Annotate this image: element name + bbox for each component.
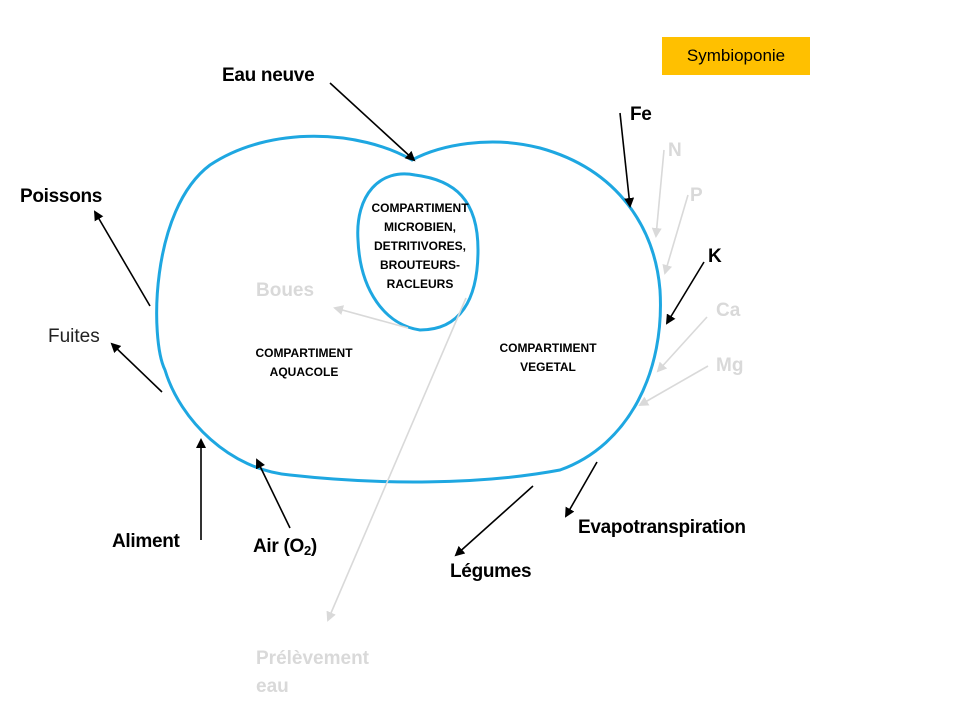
evapotranspiration-label: Evapotranspiration: [578, 517, 746, 538]
prelevement-label-line-1: Prélèvement: [256, 648, 370, 669]
p-arrow: [662, 194, 689, 275]
microbial-line-2: MICROBIEN,: [384, 220, 456, 234]
aliment-label: Aliment: [112, 531, 180, 552]
prelevement-arrow: [326, 297, 467, 622]
microbial-line-3: DETRITIVORES,: [373, 239, 466, 253]
eau-neuve-label: Eau neuve: [222, 65, 315, 86]
veg-line-2: VEGETAL: [520, 360, 576, 374]
evapo-arrow: [565, 461, 598, 518]
microbial-line-5: RACLEURS: [386, 277, 454, 291]
legumes-label: Légumes: [450, 561, 532, 582]
poissons-label: Poissons: [20, 186, 103, 207]
nutrient-p-label: P: [690, 185, 703, 206]
nutrient-k-label: K: [708, 246, 722, 267]
boues-arrow: [333, 305, 409, 329]
aquaculture-compartment-label: COMPARTIMENT AQUACOLE: [242, 344, 366, 382]
air-arrow: [255, 458, 291, 529]
nutrient-fe-label: Fe: [630, 104, 652, 125]
faded-arrows: [326, 149, 709, 622]
vegetal-compartment-label: COMPARTIMENT VEGETAL: [486, 339, 610, 377]
black-arrows: [93, 82, 705, 557]
boues-label: Boues: [256, 280, 315, 301]
air-text: Air (O: [253, 536, 304, 557]
fuites-label: Fuites: [48, 326, 100, 347]
aqua-line-2: AQUACOLE: [269, 365, 339, 379]
eau-neuve-arrow: [329, 82, 416, 162]
symbioponie-tag: Symbioponie: [662, 37, 810, 75]
air-subscript: 2: [303, 543, 311, 558]
nutrient-mg-label: Mg: [716, 355, 744, 376]
k-arrow: [665, 261, 705, 325]
air-close: ): [310, 536, 317, 557]
air-label: Air (O2): [253, 536, 317, 558]
ca-arrow: [656, 316, 708, 373]
fuites-arrow: [110, 342, 163, 393]
poissons-arrow: [93, 210, 151, 307]
microbial-compartment-label: COMPARTIMENT MICROBIEN, DETRITIVORES, BR…: [358, 199, 482, 294]
legumes-arrow: [454, 485, 534, 557]
microbial-line-4: BROUTEURS-: [380, 258, 460, 272]
system-outline: [155, 134, 662, 484]
aqua-line-1: COMPARTIMENT: [255, 346, 353, 360]
n-arrow: [651, 149, 665, 238]
prelevement-label-line-2: eau: [256, 676, 289, 697]
fe-arrow: [619, 112, 635, 208]
microbial-line-1: COMPARTIMENT: [371, 201, 469, 215]
nutrient-n-label: N: [668, 140, 682, 161]
mg-arrow: [638, 365, 709, 406]
microbial-compartment-outline: [356, 172, 480, 332]
nutrient-ca-label: Ca: [716, 300, 741, 321]
veg-line-1: COMPARTIMENT: [499, 341, 597, 355]
